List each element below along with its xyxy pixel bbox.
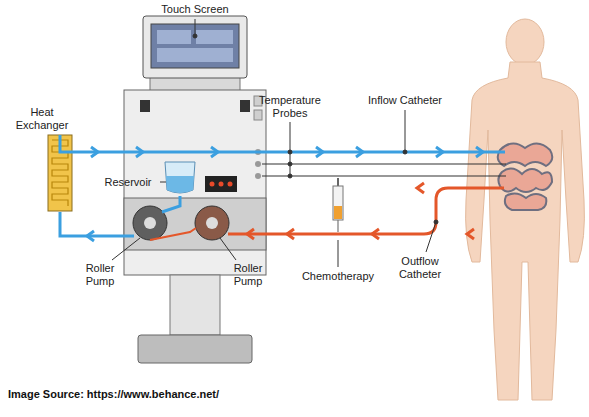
screen-panel <box>157 48 233 62</box>
reservoir-fluid <box>166 176 194 193</box>
flow-arrow <box>211 147 218 157</box>
probe-wire <box>262 175 506 176</box>
reservoir-tube <box>162 196 180 212</box>
flow-arrow <box>356 147 363 157</box>
callout-label: Roller Pump <box>228 262 268 288</box>
flow-arrow <box>372 229 379 239</box>
chemotherapy-syringe <box>333 186 343 220</box>
callout-label: Chemotherapy <box>293 270 383 283</box>
syringe-plunger <box>337 178 339 186</box>
display-digit <box>228 182 233 187</box>
pump-tube <box>60 212 134 236</box>
flow-arrow <box>316 147 323 157</box>
flow-arrow <box>91 147 98 157</box>
callout-label: Roller Pump <box>80 262 120 288</box>
intestines <box>498 143 553 210</box>
outflow-tube <box>228 188 504 234</box>
touch-screen <box>143 16 247 78</box>
pump-link-tube <box>150 228 196 240</box>
syringe-needle <box>337 220 338 232</box>
pump-hub <box>206 217 218 229</box>
probe-wire <box>262 163 506 164</box>
display-digit <box>219 182 224 187</box>
flow-arrow <box>287 229 294 239</box>
flow-arrow <box>136 147 143 157</box>
flow-arrow <box>87 231 94 241</box>
display-digit <box>210 182 215 187</box>
screen-panel <box>157 30 191 44</box>
callout-label: Touch Screen <box>150 3 240 16</box>
flow-arrow <box>467 229 474 239</box>
port <box>255 173 261 179</box>
callout-label: Outflow Catheter <box>390 255 450 281</box>
leader-lines <box>112 19 438 267</box>
machine-base <box>138 335 252 363</box>
callout-label: Temperature Probes <box>255 94 325 120</box>
callout-label: Inflow Catheter <box>355 94 455 107</box>
machine-button <box>140 100 150 112</box>
body-silhouette <box>466 62 585 400</box>
roller-pump <box>195 206 229 240</box>
callout-label: Heat Exchanger <box>12 106 72 132</box>
pump-panel <box>124 198 266 250</box>
flow-arrow <box>476 147 483 157</box>
pump-hub <box>144 217 156 229</box>
flow-arrow <box>417 183 424 193</box>
machine-button <box>240 100 250 112</box>
syringe-fluid <box>334 206 342 219</box>
reservoir-bag <box>165 162 195 193</box>
machine-column <box>170 275 220 335</box>
machine-button <box>254 110 262 120</box>
port <box>255 161 261 167</box>
digital-display <box>205 176 237 192</box>
callout-label: Reservoir <box>98 176 158 189</box>
flow-arrow <box>436 147 443 157</box>
image-caption: Image Source: https://www.behance.net/ <box>8 388 219 400</box>
screen-panel <box>196 30 233 44</box>
flow-arrow <box>247 229 254 239</box>
head <box>506 19 544 65</box>
